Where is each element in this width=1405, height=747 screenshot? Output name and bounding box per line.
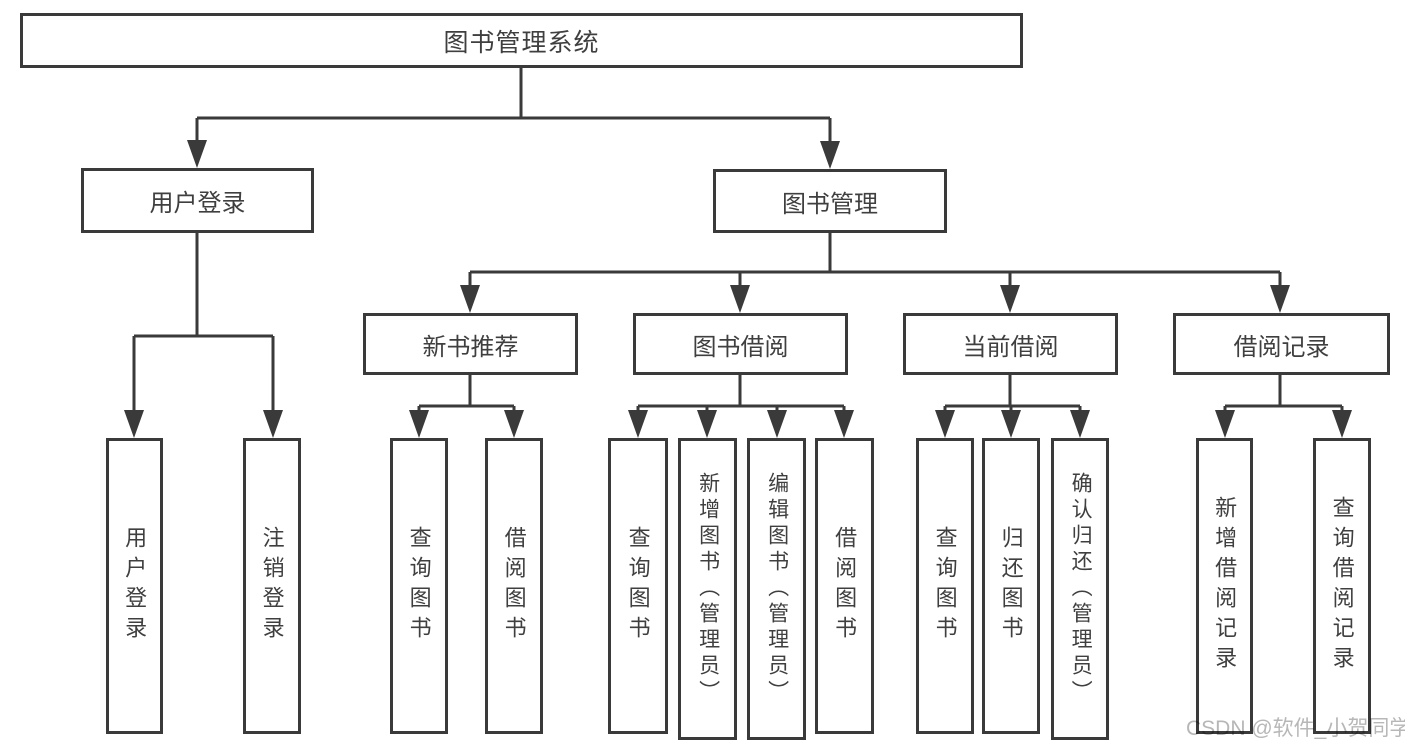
connector-records-to-leaves [1223,375,1344,412]
leaf-edit-books-admin-label: 编辑图书（管理员） [765,472,789,706]
node-book-management-group: 图书管理 [713,169,947,233]
connector-user-login-to-leaves [132,233,275,412]
node-book-borrow: 图书借阅 [633,313,848,375]
arrowhead [820,141,840,169]
arrowhead [263,410,283,438]
connector-book-borrow-to-leaves [636,375,846,412]
arrowhead [187,140,207,168]
leaf-logout-label: 注销登录 [259,526,285,646]
connector-book-mgmt-to-level3 [468,233,1282,288]
arrowhead [1070,410,1090,438]
leaf-borrow-books-newrec-label: 借阅图书 [501,526,527,646]
connector-current-borrow-to-leaves [943,375,1082,412]
arrowhead [1332,410,1352,438]
arrowhead [504,410,524,438]
leaf-add-borrow-record-label: 新增借阅记录 [1212,496,1238,676]
csdn-watermark: CSDN @软件_小贺同学 [1186,717,1405,740]
arrowheads [124,140,1352,438]
node-root-label: 图书管理系统 [443,28,600,57]
leaf-borrow-books-newrec: 借阅图书 [485,438,543,734]
node-borrow-records-label: 借阅记录 [1233,333,1330,361]
arrowhead [1000,285,1020,313]
leaf-return-books: 归还图书 [982,438,1040,734]
node-borrow-records: 借阅记录 [1173,313,1390,375]
arrowhead [1001,410,1021,438]
leaf-query-borrow-record: 查询借阅记录 [1313,438,1371,734]
leaf-query-books-current: 查询图书 [916,438,974,734]
leaf-query-books-borrow-label: 查询图书 [625,526,651,646]
node-new-book-recommend-label: 新书推荐 [422,333,519,361]
connector-new-rec-to-leaves [417,375,516,412]
leaf-borrow-books-borrow: 借阅图书 [815,438,874,734]
node-root-system: 图书管理系统 [20,13,1023,68]
arrowhead [1215,410,1235,438]
leaf-add-borrow-record: 新增借阅记录 [1196,438,1253,734]
node-user-login-label: 用户登录 [149,190,246,217]
node-current-borrow-label: 当前借阅 [962,333,1059,361]
leaf-add-books-admin-label: 新增图书（管理员） [696,472,720,706]
node-user-login-group: 用户登录 [81,168,314,233]
arrowhead [460,285,480,313]
leaf-confirm-return-admin: 确认归还（管理员） [1051,438,1109,740]
connector-root-to-level2 [195,68,832,142]
leaf-add-books-admin: 新增图书（管理员） [678,438,737,740]
leaf-edit-books-admin: 编辑图书（管理员） [747,438,806,740]
node-new-book-recommend: 新书推荐 [363,313,578,375]
arrowhead [767,410,787,438]
arrowhead [935,410,955,438]
leaf-confirm-return-admin-label: 确认归还（管理员） [1069,472,1093,706]
node-book-borrow-label: 图书借阅 [692,333,789,361]
leaf-query-borrow-record-label: 查询借阅记录 [1329,496,1355,676]
arrowhead [697,410,717,438]
node-current-borrow: 当前借阅 [903,313,1118,375]
arrowhead [1270,285,1290,313]
leaf-user-login: 用户登录 [106,438,163,734]
arrowhead [834,410,854,438]
arrowhead [409,410,429,438]
leaf-return-books-label: 归还图书 [998,526,1024,646]
leaf-user-login-label: 用户登录 [122,526,148,646]
leaf-borrow-books-borrow-label: 借阅图书 [832,526,858,646]
leaf-query-books-borrow: 查询图书 [608,438,668,734]
node-book-management-label: 图书管理 [782,190,878,218]
arrowhead [124,410,144,438]
arrowhead [730,285,750,313]
arrowhead [628,410,648,438]
leaf-logout: 注销登录 [243,438,301,734]
leaf-query-books-newrec: 查询图书 [390,438,448,734]
leaf-query-books-current-label: 查询图书 [932,526,958,646]
leaf-query-books-newrec-label: 查询图书 [406,526,432,646]
